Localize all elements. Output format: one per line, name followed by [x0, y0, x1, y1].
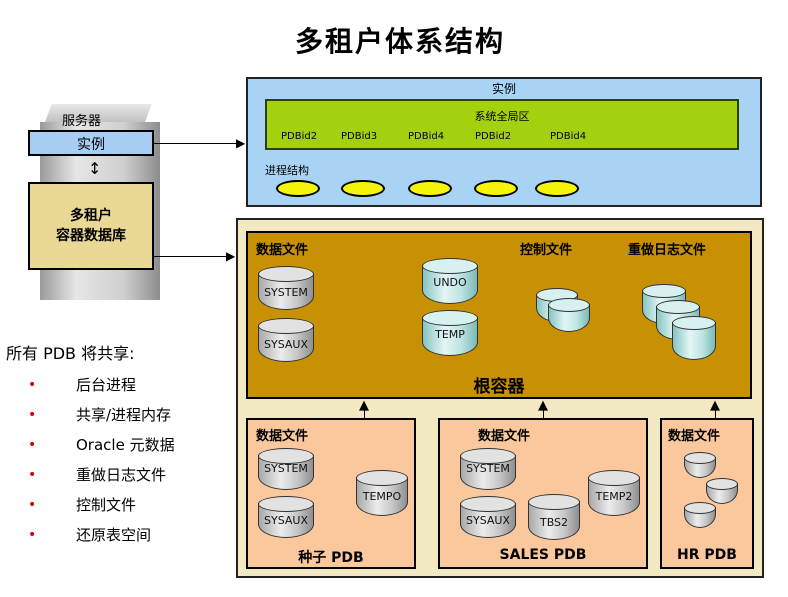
root-control-label: 控制文件	[520, 243, 573, 258]
seed-sysaux-label: SYSAUX	[264, 514, 308, 527]
sga-title: 系统全局区	[474, 110, 530, 123]
double-arrow-icon: ↕	[88, 159, 102, 178]
server-label: 服务器	[62, 114, 102, 129]
hr-connector-line	[715, 408, 716, 420]
sales-sysaux-cylinder: SYSAUX	[460, 496, 516, 538]
arrow-up-icon: ▲	[359, 398, 369, 413]
arrow-up-icon: ▲	[538, 398, 548, 413]
undo-datafile-cylinder: UNDO	[422, 258, 478, 304]
system-datafile-cylinder: SYSTEM	[258, 266, 314, 310]
bullet-icon: •	[28, 377, 37, 393]
temp-datafile-cylinder: TEMP	[422, 310, 478, 356]
server-cdb-box: 多租户 容器数据库	[28, 182, 154, 270]
hr-pdb-name: HR PDB	[677, 547, 737, 563]
sales-tbs-cylinder: TBS2	[528, 494, 580, 540]
hr-datafiles-label: 数据文件	[668, 429, 721, 444]
server-cdb-line2: 容器数据库	[56, 228, 126, 244]
process-structure-label: 进程结构	[265, 164, 309, 177]
sales-temp-cylinder: TEMP2	[588, 470, 640, 516]
seed-connector-line	[364, 408, 365, 420]
sales-sysaux-label: SYSAUX	[466, 514, 510, 527]
instance-connector-line	[154, 143, 240, 144]
bullet-icon: •	[28, 437, 37, 453]
hr-datafile-cylinder	[684, 452, 716, 478]
sales-tbs-label: TBS2	[539, 516, 569, 529]
seed-system-label: SYSTEM	[264, 462, 308, 475]
pdbid-label: PDBid2	[281, 131, 318, 142]
bullet-icon: •	[28, 407, 37, 423]
bullet-icon: •	[28, 467, 37, 483]
pdbid-label: PDBid4	[550, 131, 587, 142]
process-ellipse	[535, 180, 579, 197]
root-container-name: 根容器	[473, 377, 525, 397]
process-ellipse	[341, 180, 385, 197]
root-redo-label: 重做日志文件	[628, 243, 707, 258]
seed-datafiles-label: 数据文件	[256, 429, 309, 444]
bullet-icon: •	[28, 497, 37, 513]
hr-datafile-cylinder	[684, 502, 716, 528]
sales-pdb-name: SALES PDB	[499, 547, 587, 563]
process-ellipse	[276, 180, 320, 197]
arrow-up-icon: ▲	[710, 398, 720, 413]
sysaux-datafile-cylinder: SYSAUX	[258, 318, 314, 362]
sales-system-label: SYSTEM	[466, 462, 510, 475]
process-ellipse	[408, 180, 452, 197]
sales-temp-label: TEMP2	[595, 490, 633, 503]
instance-title: 实例	[491, 82, 516, 96]
pdbid-label: PDBid3	[341, 131, 378, 142]
control-file-cylinder	[548, 298, 590, 332]
seed-temp-cylinder: TEMPO	[356, 470, 408, 516]
server-instance-box: 实例	[28, 130, 154, 156]
system-label: SYSTEM	[264, 286, 308, 299]
seed-system-cylinder: SYSTEM	[258, 448, 314, 490]
hr-datafile-cylinder	[706, 478, 738, 504]
arrow-right-icon: ▶	[226, 249, 236, 263]
undo-label: UNDO	[433, 276, 467, 289]
root-datafiles-label: 数据文件	[256, 243, 309, 258]
process-ellipse	[474, 180, 518, 197]
diagram-title: 多租户体系结构	[294, 25, 505, 58]
pdbid-label: PDBid4	[408, 131, 445, 142]
seed-sysaux-cylinder: SYSAUX	[258, 496, 314, 538]
sales-datafiles-label: 数据文件	[478, 429, 531, 444]
sales-system-cylinder: SYSTEM	[460, 448, 516, 490]
pdbid-label: PDBid2	[475, 131, 512, 142]
bullet-icon: •	[28, 527, 37, 543]
seed-temp-label: TEMPO	[362, 490, 402, 503]
sga-panel	[265, 99, 739, 150]
temp-label: TEMP	[435, 328, 465, 341]
cdb-connector-line	[154, 256, 230, 257]
redo-log-cylinder	[672, 316, 716, 360]
sales-connector-line	[543, 408, 544, 420]
shared-title: 所有 PDB 将共享:	[6, 344, 135, 363]
seed-pdb-name: 种子 PDB	[298, 550, 364, 566]
sysaux-label: SYSAUX	[264, 338, 308, 351]
server-cdb-line1: 多租户	[70, 208, 112, 224]
arrow-right-icon: ▶	[236, 136, 246, 150]
